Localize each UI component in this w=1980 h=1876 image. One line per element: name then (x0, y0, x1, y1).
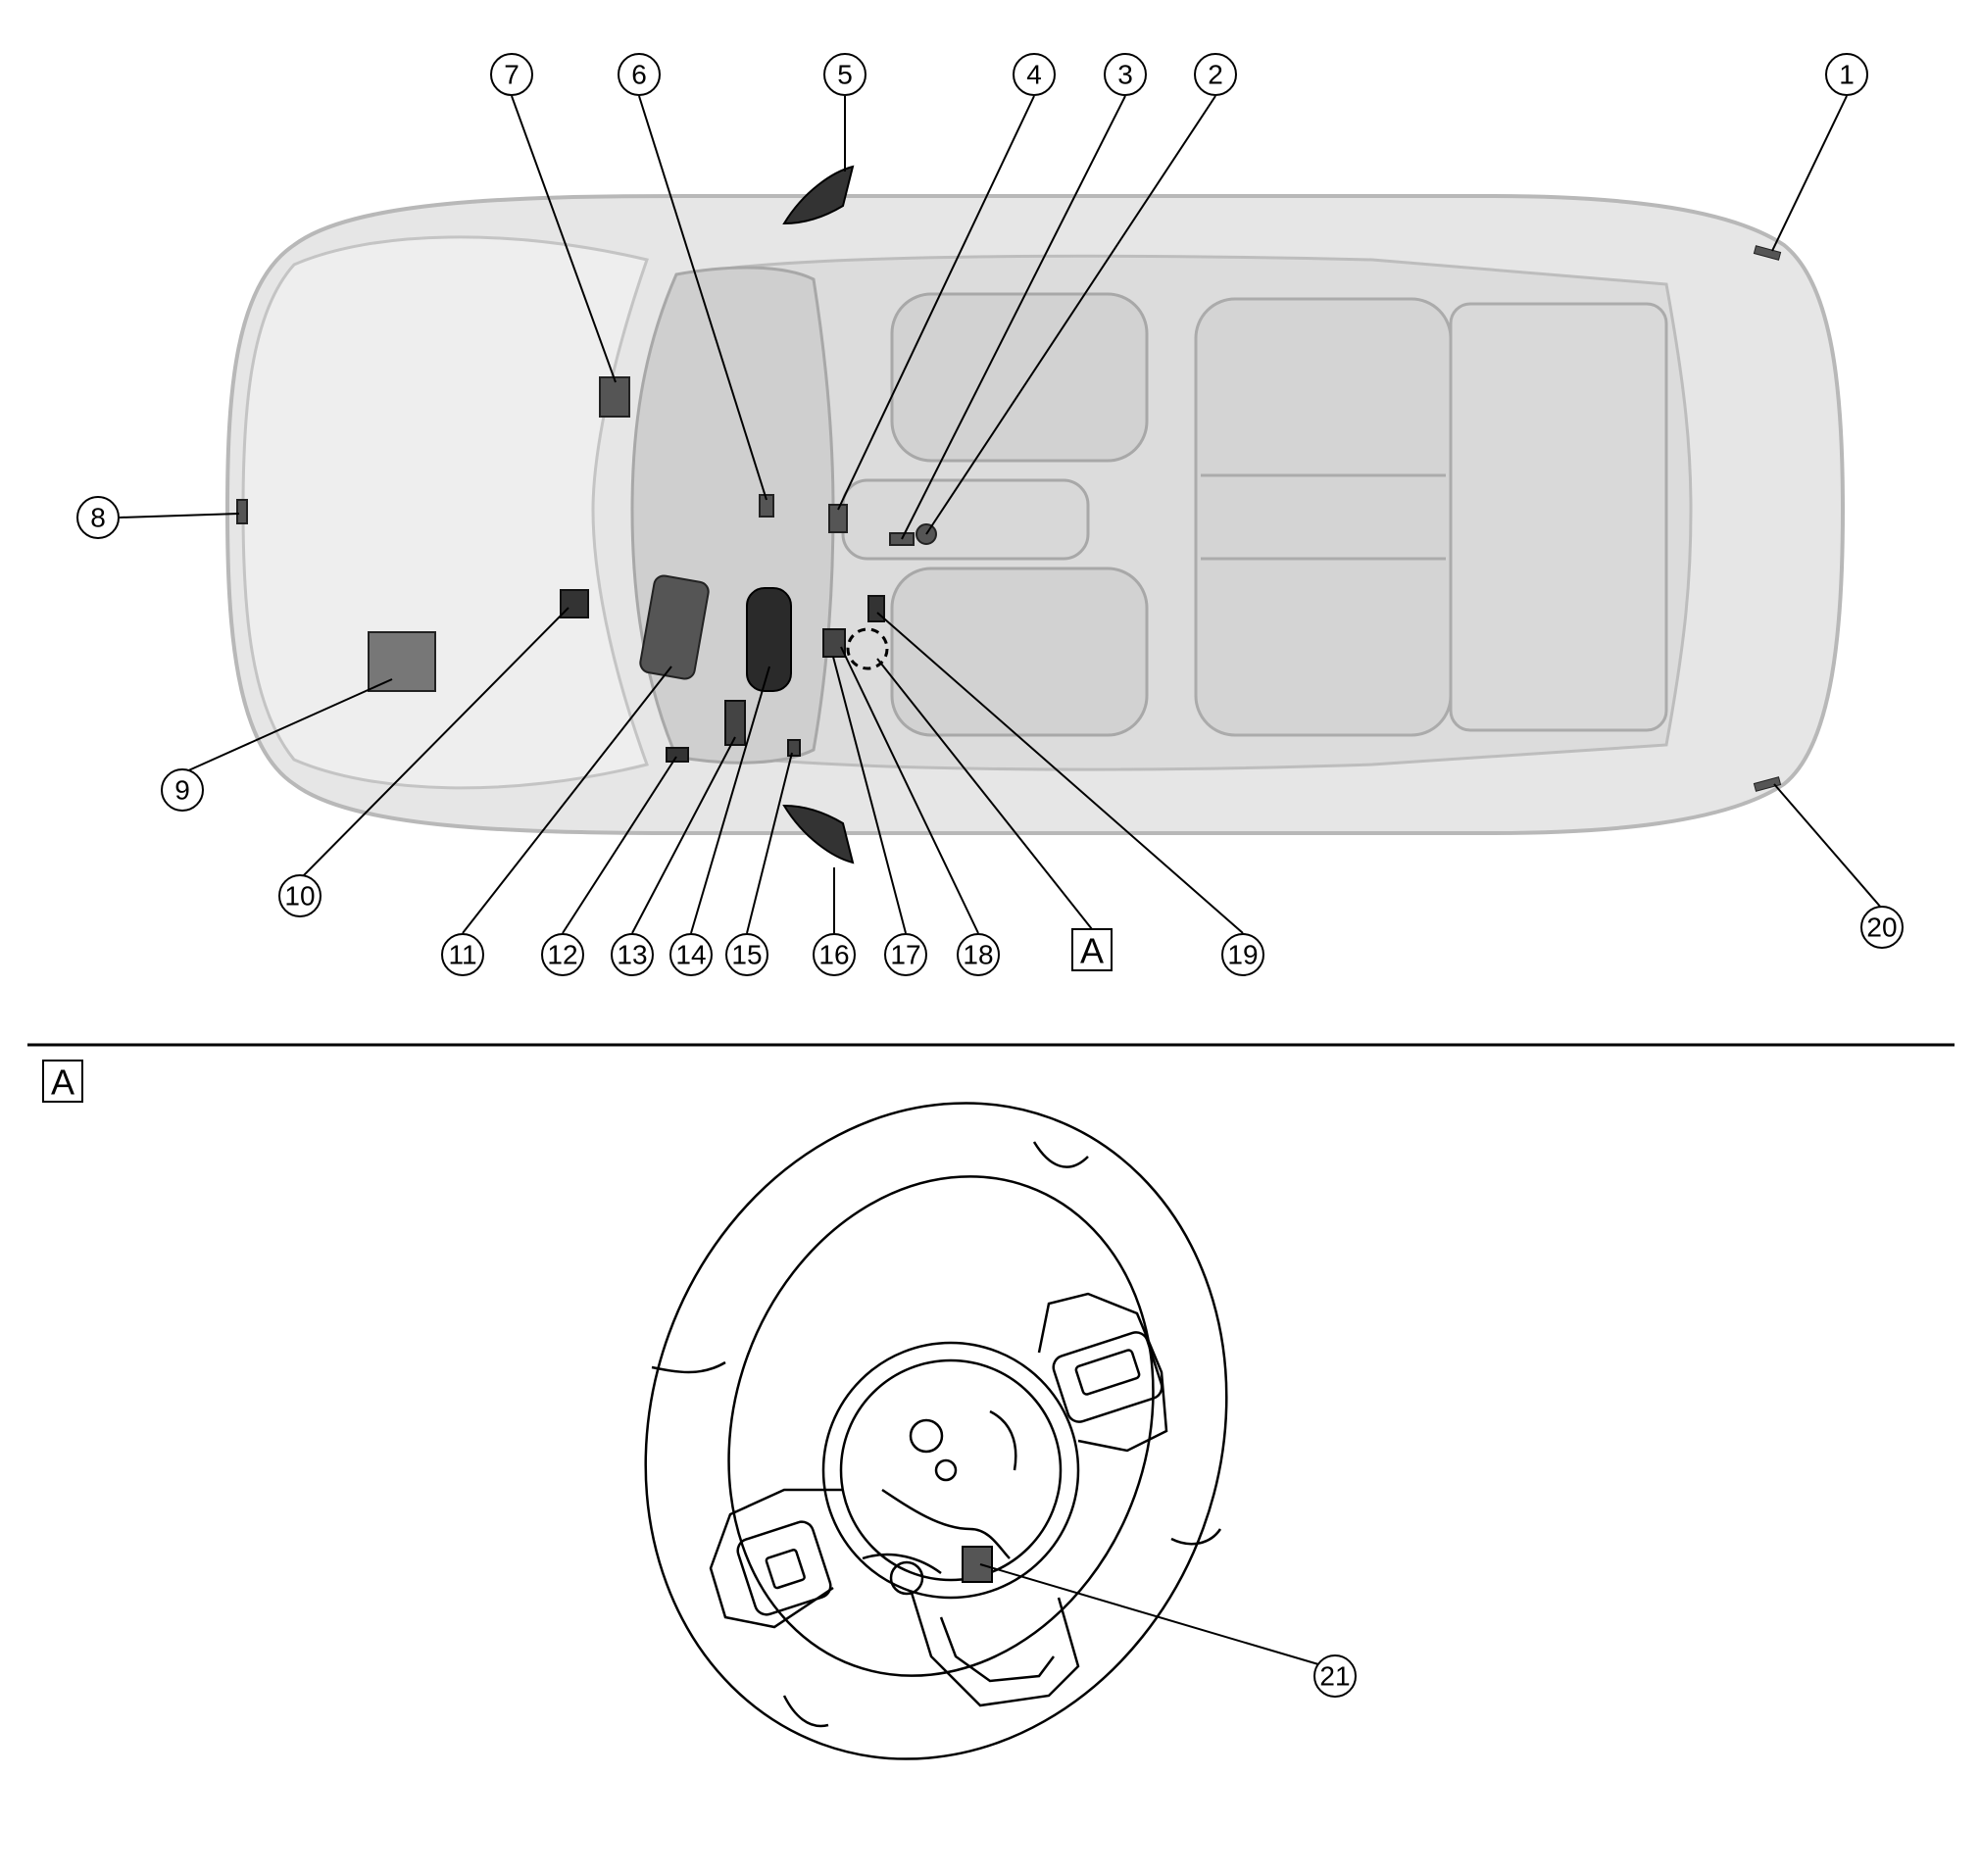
svg-text:1: 1 (1839, 60, 1855, 90)
steering-wheel-rim-outer (644, 1102, 1228, 1760)
svg-text:A: A (51, 1062, 74, 1103)
steering-wheel-rim-inner (727, 1175, 1155, 1677)
steering-spoke-left (709, 1488, 843, 1629)
rim-seam (1032, 1141, 1089, 1168)
component-17-unit (822, 628, 846, 658)
component-4-unit (828, 504, 848, 533)
hub-fastener (909, 1418, 944, 1454)
callout-12: 12 (541, 933, 584, 976)
cargo-area (1449, 302, 1668, 732)
svg-text:19: 19 (1227, 940, 1258, 970)
hub-fastener (889, 1560, 924, 1596)
side-mirror-left (782, 165, 855, 225)
steering-wheel-hub-inner (839, 1358, 1063, 1582)
callouts-overview: 1 2 3 4 5 6 7 8 9 10 11 12 13 14 15 16 1… (76, 53, 1904, 976)
leader-lines (119, 95, 1883, 934)
steering-spoke-right (1037, 1292, 1168, 1453)
svg-text:12: 12 (547, 940, 577, 970)
svg-text:9: 9 (174, 775, 190, 806)
front-seat-right (890, 567, 1149, 737)
callout-7: 7 (490, 53, 533, 96)
steering-wheel (644, 1102, 1228, 1760)
detail-a-label: A (42, 1060, 83, 1103)
vehicle-top-view (224, 165, 1846, 864)
right-switch-pad (1052, 1331, 1163, 1423)
rear-seat-bench (1194, 297, 1453, 737)
component-11-unit (639, 574, 710, 680)
component-6-unit (759, 494, 774, 518)
detail-a-reference-box: A (1071, 928, 1113, 971)
right-switch-button (1074, 1349, 1141, 1396)
callout-15: 15 (725, 933, 768, 976)
callout-18: 18 (957, 933, 1000, 976)
callout-5: 5 (823, 53, 866, 96)
callout-3: 3 (1104, 53, 1147, 96)
svg-text:4: 4 (1026, 60, 1042, 90)
svg-text:21: 21 (1319, 1661, 1350, 1692)
component-14-unit (746, 587, 792, 692)
steering-spoke-lower (910, 1592, 1080, 1707)
hub-wiring (989, 1409, 1017, 1471)
callout-14: 14 (669, 933, 713, 976)
svg-text:17: 17 (890, 940, 920, 970)
callout-4: 4 (1013, 53, 1056, 96)
svg-text:7: 7 (504, 60, 520, 90)
svg-text:16: 16 (818, 940, 849, 970)
svg-text:18: 18 (963, 940, 993, 970)
svg-text:5: 5 (837, 60, 853, 90)
svg-text:14: 14 (675, 940, 706, 970)
callout-16: 16 (813, 933, 856, 976)
left-switch-pad (736, 1520, 832, 1616)
callout-19: 19 (1221, 933, 1264, 976)
svg-text:11: 11 (448, 940, 476, 970)
component-21-unit (962, 1546, 993, 1583)
callout-10: 10 (278, 874, 322, 917)
vehicle-dashboard (630, 266, 835, 765)
svg-text:20: 20 (1866, 913, 1897, 943)
steering-wheel-hub (821, 1341, 1080, 1600)
front-seat-left (890, 292, 1149, 463)
callout-20: 20 (1860, 906, 1904, 949)
svg-text:15: 15 (731, 940, 762, 970)
left-switch-button (765, 1549, 806, 1590)
rim-seam (1170, 1528, 1222, 1546)
component-1-unit (1753, 245, 1782, 261)
svg-text:10: 10 (284, 881, 315, 912)
callout-21: 21 (1313, 1654, 1357, 1698)
rim-seam (651, 1360, 726, 1374)
svg-text:13: 13 (617, 940, 647, 970)
callout-1: 1 (1825, 53, 1868, 96)
component-20-unit (1753, 776, 1782, 792)
steering-spoke-lower-inner (939, 1616, 1055, 1683)
callout-9: 9 (161, 768, 204, 812)
callout-6: 6 (618, 53, 661, 96)
side-mirror-right (782, 804, 855, 864)
callout-17: 17 (884, 933, 927, 976)
component-7-unit (599, 376, 630, 418)
svg-text:A: A (1080, 931, 1104, 971)
callout-13: 13 (611, 933, 654, 976)
svg-text:6: 6 (631, 60, 647, 90)
svg-text:2: 2 (1208, 60, 1223, 90)
component-12-unit (666, 747, 689, 763)
component-10-unit (560, 589, 589, 618)
component-9-unit (368, 631, 436, 692)
component-15-unit (787, 739, 801, 757)
component-8-unit (236, 499, 248, 524)
hub-wiring (862, 1553, 942, 1575)
vehicle-hood (241, 235, 649, 790)
callout-2: 2 (1194, 53, 1237, 96)
detail-a-marker (846, 627, 889, 670)
rim-seam (782, 1695, 829, 1728)
callout-8: 8 (76, 496, 120, 539)
leader-line-21 (979, 1563, 1319, 1665)
svg-text:8: 8 (90, 503, 106, 533)
center-console (841, 478, 1090, 561)
callout-11: 11 (441, 933, 484, 976)
component-13-unit (724, 700, 746, 746)
hub-fastener (934, 1458, 958, 1482)
hub-wiring (881, 1488, 1011, 1559)
svg-text:3: 3 (1117, 60, 1133, 90)
